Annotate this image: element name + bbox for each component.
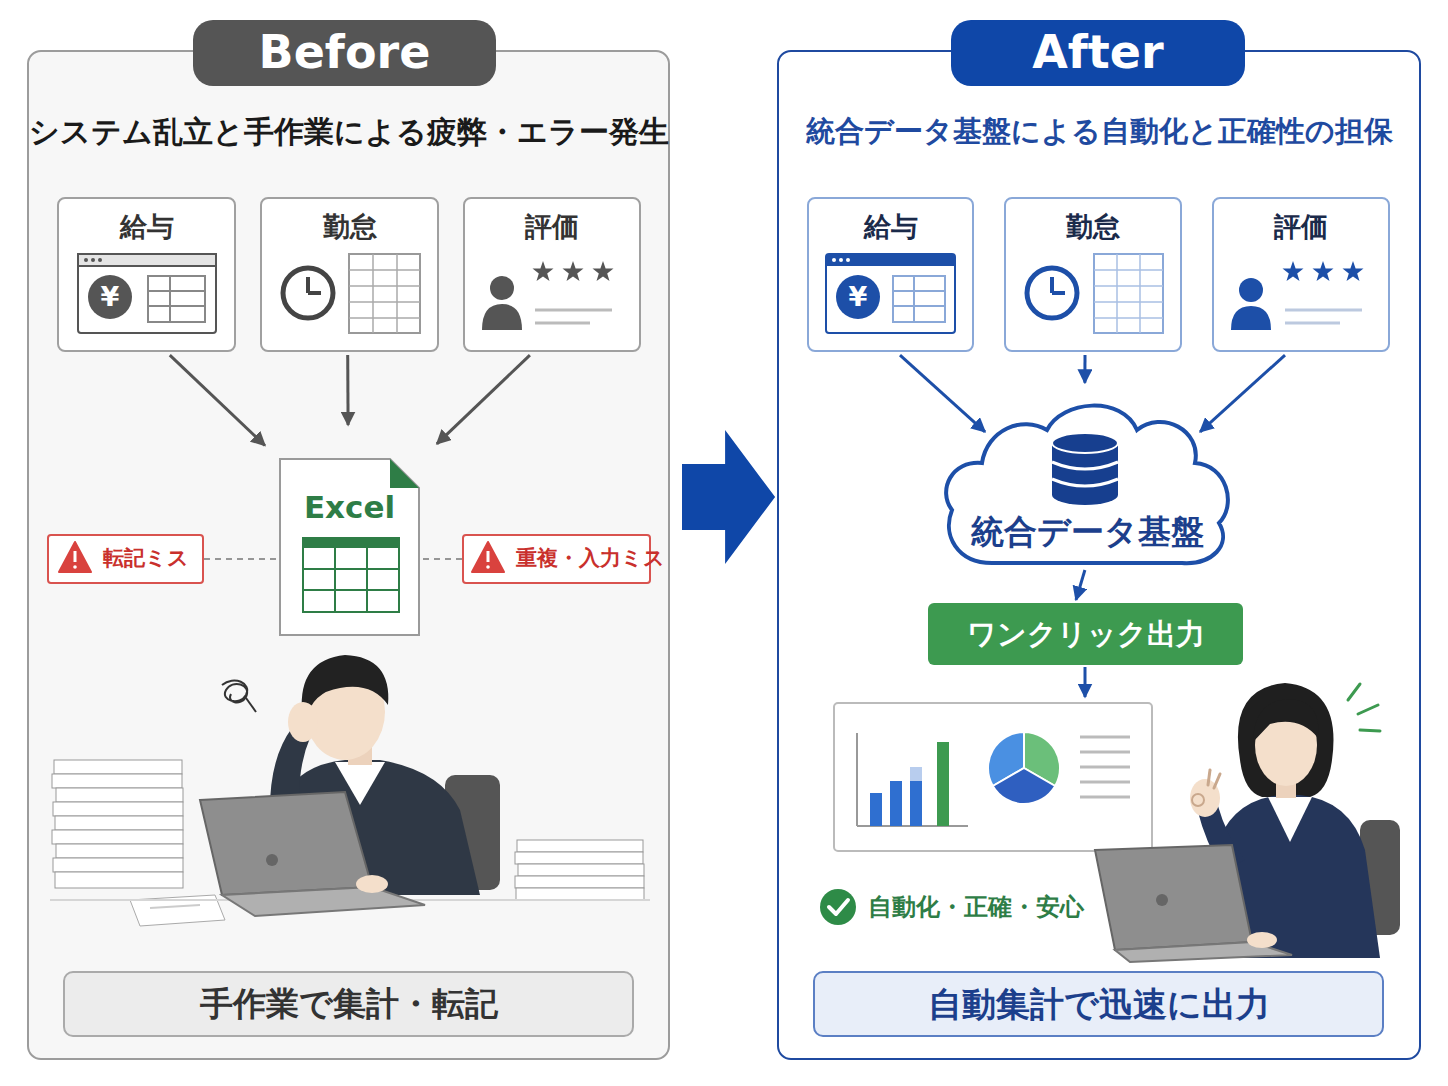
- node-text: 給与: [809, 211, 972, 243]
- node-text: 転記ミス: [103, 536, 189, 582]
- currency-symbol: ¥: [88, 279, 132, 315]
- node-text: After: [1032, 25, 1164, 80]
- system-box: 評価: [463, 197, 641, 352]
- error-callout: 転記ミス: [47, 534, 204, 584]
- data-platform-cloud: 統合データ基盤: [937, 395, 1237, 570]
- node-text: 手作業で集計・転記: [200, 984, 498, 1024]
- node-text: 勤怠: [262, 211, 437, 243]
- before-tab: Before: [193, 20, 496, 86]
- system-box: 給与: [807, 197, 974, 352]
- excel-outline: [390, 459, 419, 488]
- system-box: 勤怠: [260, 197, 439, 352]
- action-button: ワンクリック出力: [928, 603, 1243, 665]
- node-text: 評価: [1214, 211, 1388, 243]
- node-text: 自動集計で迅速に出力: [928, 984, 1270, 1025]
- node-text: 統合データ基盤: [937, 512, 1237, 552]
- system-box: 給与: [57, 197, 236, 352]
- node-text: 給与: [59, 211, 234, 243]
- node-text: 評価: [465, 211, 639, 243]
- excel-outline: [279, 458, 420, 636]
- excel-outline: [280, 459, 419, 635]
- node-text: 重複・入力ミス: [516, 536, 665, 582]
- status-note: 自動化・正確・安心: [868, 889, 1108, 925]
- system-box: 勤怠: [1004, 197, 1182, 352]
- summary-bar: 自動集計で迅速に出力: [813, 971, 1384, 1037]
- node-text: 勤怠: [1006, 211, 1180, 243]
- summary-bar: 手作業で集計・転記: [63, 971, 634, 1037]
- node-text: システム乱立と手作業による疲弊・エラー発生: [29, 114, 668, 150]
- error-callout: 重複・入力ミス: [462, 534, 651, 584]
- excel-file: Excel: [279, 458, 420, 636]
- node-text: ワンクリック出力: [967, 617, 1205, 652]
- block-arrow: [682, 430, 775, 564]
- system-box: 評価: [1212, 197, 1390, 352]
- before-panel: システム乱立と手作業による疲弊・エラー発生Before給与勤怠評価Excel転記…: [27, 50, 670, 1060]
- after-tab: After: [951, 20, 1245, 86]
- currency-symbol: ¥: [836, 279, 880, 315]
- node-text: 統合データ基盤による自動化と正確性の担保: [779, 114, 1419, 149]
- node-text: Excel: [279, 489, 420, 526]
- node-text: Before: [259, 25, 431, 80]
